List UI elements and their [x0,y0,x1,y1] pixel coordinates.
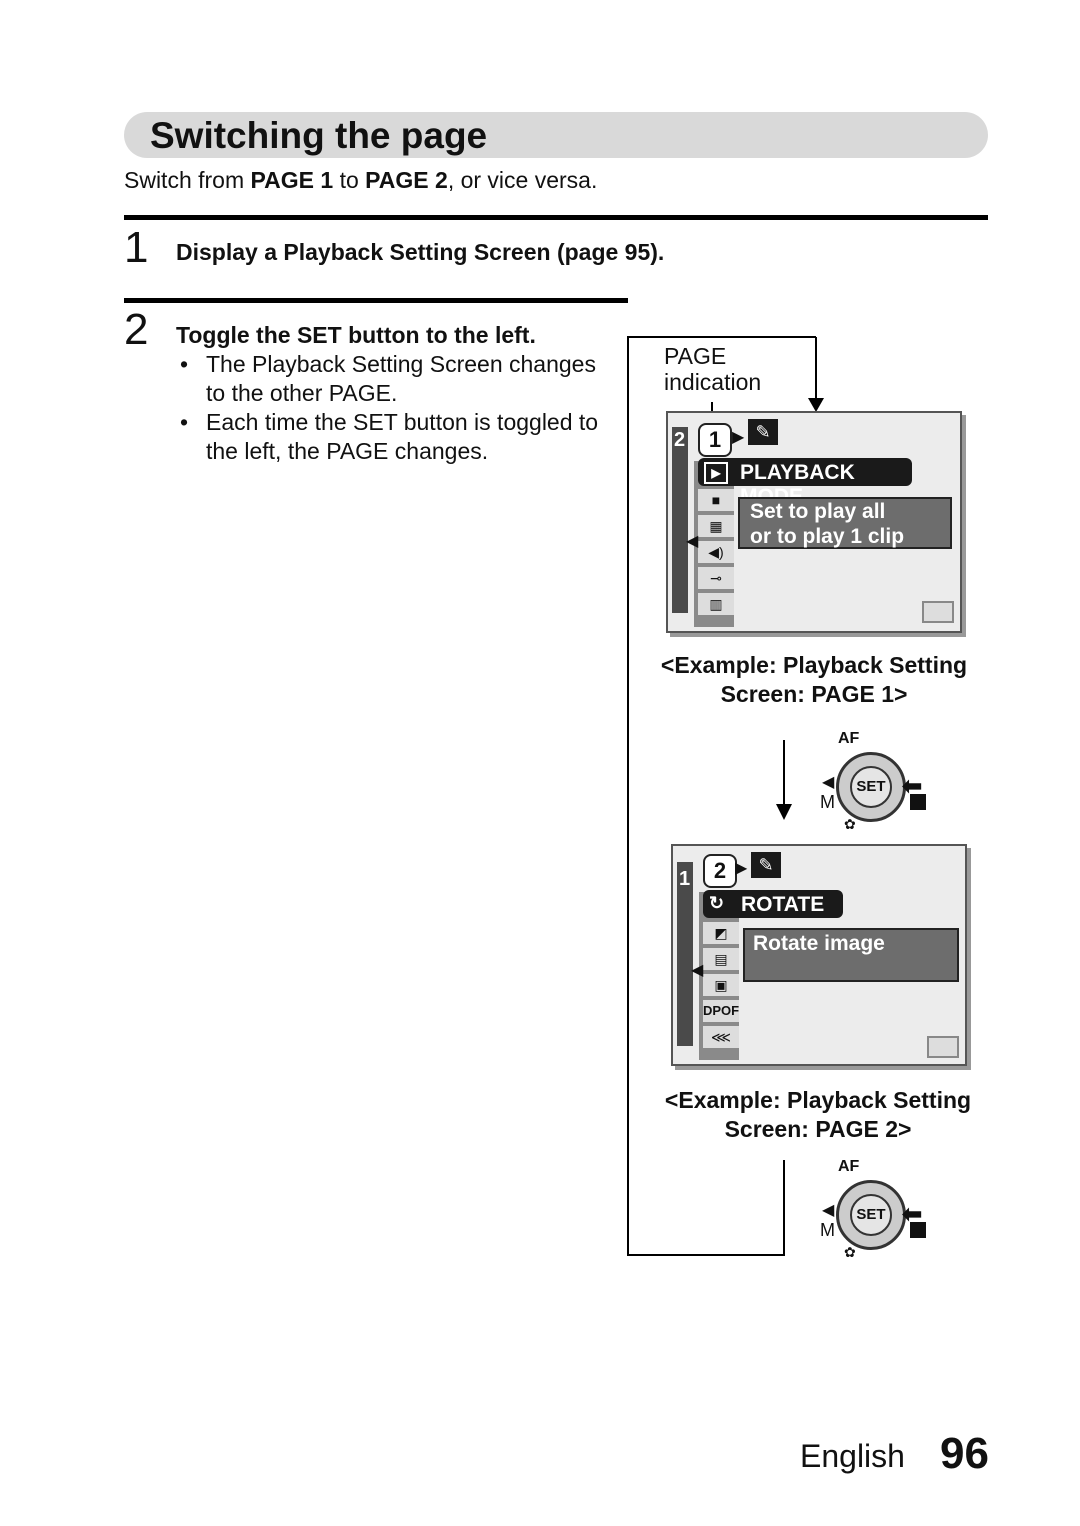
intro-text: Switch from PAGE 1 to PAGE 2, or vice ve… [124,167,598,193]
info-box: Rotate image [743,928,959,982]
arrow-right-icon: ▶ [732,429,745,446]
arrow-left-icon: ◀ [686,533,699,550]
lcd-screen-page-1: 2 1 ▶ ✎ ▶ PLAYBACK MODE ■ ▦ ◀) ⊸ ▥ ◀ Set… [666,411,962,633]
page-number-indicator: 2 [703,854,737,888]
transfer-icon: ⋘ [703,1026,739,1048]
mode-header: ↻ ROTATE [703,890,843,918]
trash-icon: ▥ [698,593,734,615]
speaker-icon: ◀) [698,541,734,563]
af-lock-label: AF [838,730,860,747]
page-indication-callout: PAGE indication [664,343,762,395]
back-page-strip [677,862,693,1046]
wrench-icon: ✎ [751,852,781,878]
macro-icon: ✿ [844,816,856,832]
step-1-number: 1 [124,223,149,272]
section-title-bar [124,112,988,158]
back-page-strip [672,427,688,613]
set-button-control-1: AF SET ◀ ⬅ M ✿ [810,730,940,840]
info-box: Set to play all or to play 1 clip [738,497,952,549]
step-1-rule [124,215,988,220]
page-number: 96 [940,1429,989,1478]
film-icon: ▣ [703,974,739,996]
toggle-left-icon: ◀ [822,1202,835,1219]
manual-label: M [820,1220,835,1240]
step-2-rule [124,298,628,303]
key-icon: ⊸ [698,567,734,589]
press-arrow-icon: ⬅ [902,773,923,800]
movie-icon: ■ [698,489,734,511]
step-1-heading: Display a Playback Setting Screen (page … [176,239,665,265]
set-button: SET [850,1194,892,1236]
battery-icon [922,601,954,623]
back-page-number: 2 [674,429,686,451]
arrow-left-icon: ◀ [691,962,704,979]
exposure-icon [910,794,926,810]
bullet-item: •Each time the SET button is toggled to … [180,409,599,464]
press-arrow-icon: ⬅ [902,1201,923,1228]
arrow-right-icon: ▶ [735,860,748,877]
back-page-number: 1 [679,868,691,890]
wrench-icon: ✎ [748,419,778,445]
play-icon: ▶ [704,462,728,484]
page-number-indicator: 1 [698,423,732,457]
macro-icon: ✿ [844,1244,856,1260]
set-button-control-2: AF SET ◀ ⬅ M ✿ [810,1158,940,1268]
toggle-left-icon: ◀ [822,774,835,791]
slideshow-icon: ▦ [698,515,734,537]
mode-header: ▶ PLAYBACK MODE [698,458,912,508]
step-2-number: 2 [124,305,149,354]
caption-page-1: <Example: Playback Setting Screen: PAGE … [660,652,968,707]
copy-icon: ▤ [703,948,739,970]
rotate-icon: ↻ [709,893,725,913]
resize-icon: ◩ [703,922,739,944]
footer-language: English [800,1438,905,1474]
manual-label: M [820,792,835,812]
section-title: Switching the page [150,115,488,156]
step-2-bullets: •The Playback Setting Screen changes to … [180,350,600,466]
step-2-heading: Toggle the SET button to the left. [176,322,536,348]
caption-page-2: <Example: Playback Setting Screen: PAGE … [664,1087,972,1142]
dpof-icon: DPOF [703,1000,739,1022]
lcd-screen-page-2: 1 2 ▶ ✎ ↻ ROTATE ◩ ▤ ▣ DPOF ⋘ ◀ Rotate i… [671,844,967,1066]
mode-label: ROTATE [741,893,825,916]
bullet-item: •The Playback Setting Screen changes to … [180,351,596,406]
af-lock-label: AF [838,1158,860,1175]
exposure-icon [910,1222,926,1238]
battery-icon [927,1036,959,1058]
set-button: SET [850,766,892,808]
